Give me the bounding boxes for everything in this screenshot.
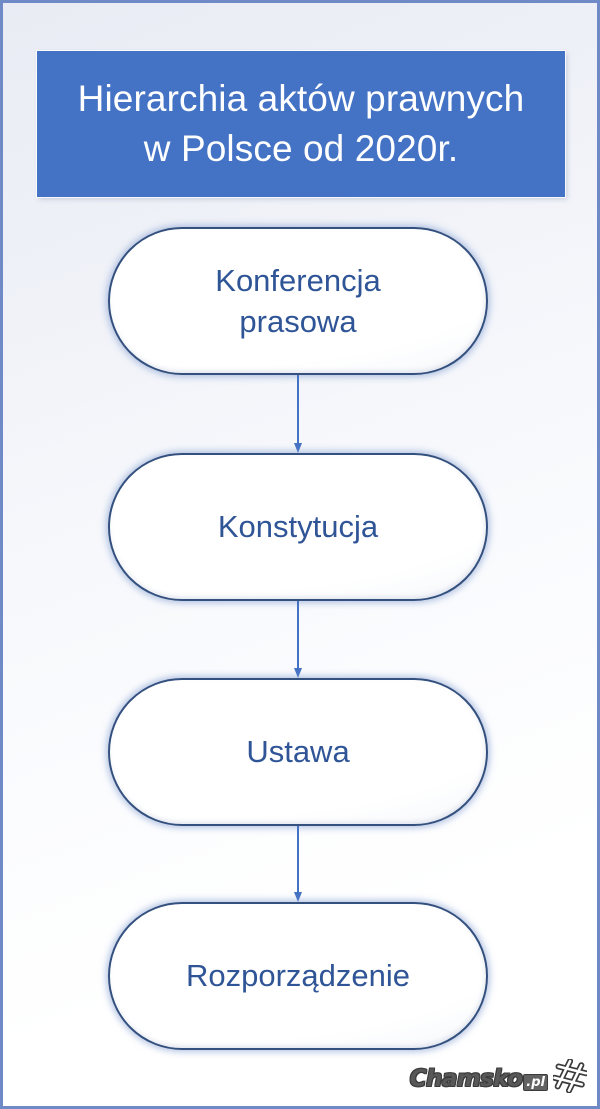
page-title: Hierarchia aktów prawnych w Polsce od 20… [77,78,525,169]
connector-line [297,826,299,893]
connector-line [297,375,299,444]
connector-arrow-2 [294,601,303,678]
flow-node-label: Ustawa [246,734,350,770]
watermark-domain-suffix: .pl [523,1074,548,1091]
connector-line [297,601,299,669]
flow-node-ustawa[interactable]: Ustawa [108,678,488,826]
flow-node-label: Konstytucja [217,509,379,545]
connector-arrow-1 [294,375,303,453]
flow-node-konferencja-prasowa[interactable]: Konferencja prasowa [108,227,488,375]
down-arrow-icon [294,668,302,678]
hash-grid-icon [551,1058,589,1098]
connector-arrow-3 [294,826,303,902]
down-arrow-icon [294,443,302,453]
flow-node-label: Rozporządzenie [185,958,411,994]
flow-node-konstytucja[interactable]: Konstytucja [108,453,488,601]
watermark: Chamsko .pl [409,1058,589,1098]
watermark-brand-text: Chamsko [409,1064,525,1092]
flow-node-rozporzadzenie[interactable]: Rozporządzenie [108,902,488,1050]
flow-node-label: Konferencja prasowa [215,262,381,339]
slide-title-banner: Hierarchia aktów prawnych w Polsce od 20… [37,51,565,197]
hierarchy-flowchart: Konferencja prasowa Konstytucja Ustawa R… [3,3,597,1106]
down-arrow-icon [294,892,302,902]
